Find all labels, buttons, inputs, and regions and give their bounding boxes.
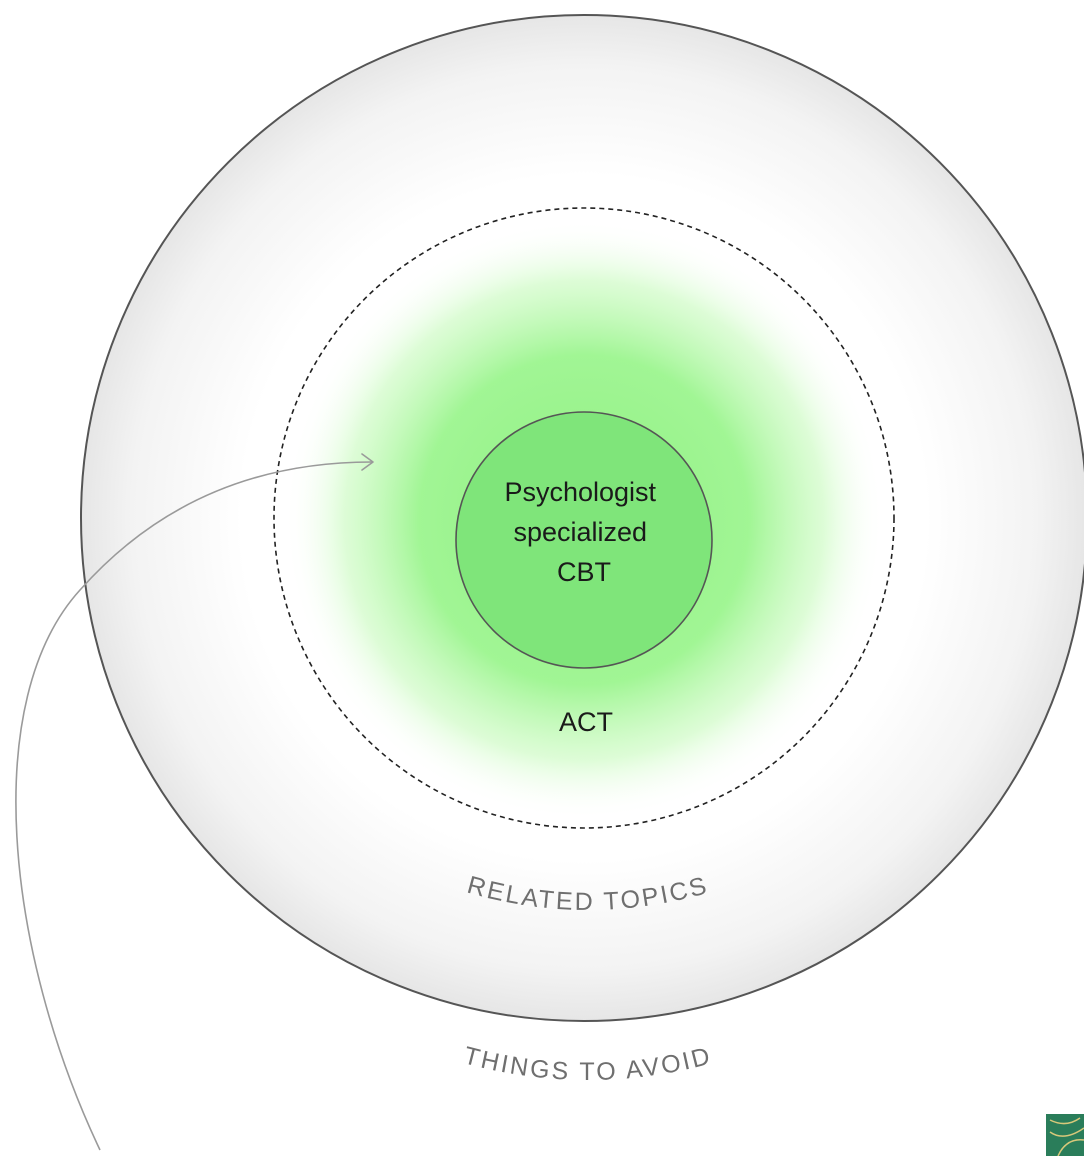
things-to-avoid-label: THINGS TO AVOID: [461, 1042, 715, 1087]
core-line-3: CBT: [557, 557, 611, 587]
core-text: Psychologist specialized CBT: [504, 477, 663, 587]
dashed-ring: [273, 207, 895, 829]
core-line-2: specialized: [513, 517, 647, 547]
logo-icon: [1046, 1114, 1084, 1156]
arrow-head-icon: [361, 453, 374, 471]
core-circle: [455, 411, 713, 669]
curved-arrow: [15, 461, 373, 1151]
inner-ring-label: ACT: [559, 707, 613, 737]
core-line-1: Psychologist: [504, 477, 656, 507]
